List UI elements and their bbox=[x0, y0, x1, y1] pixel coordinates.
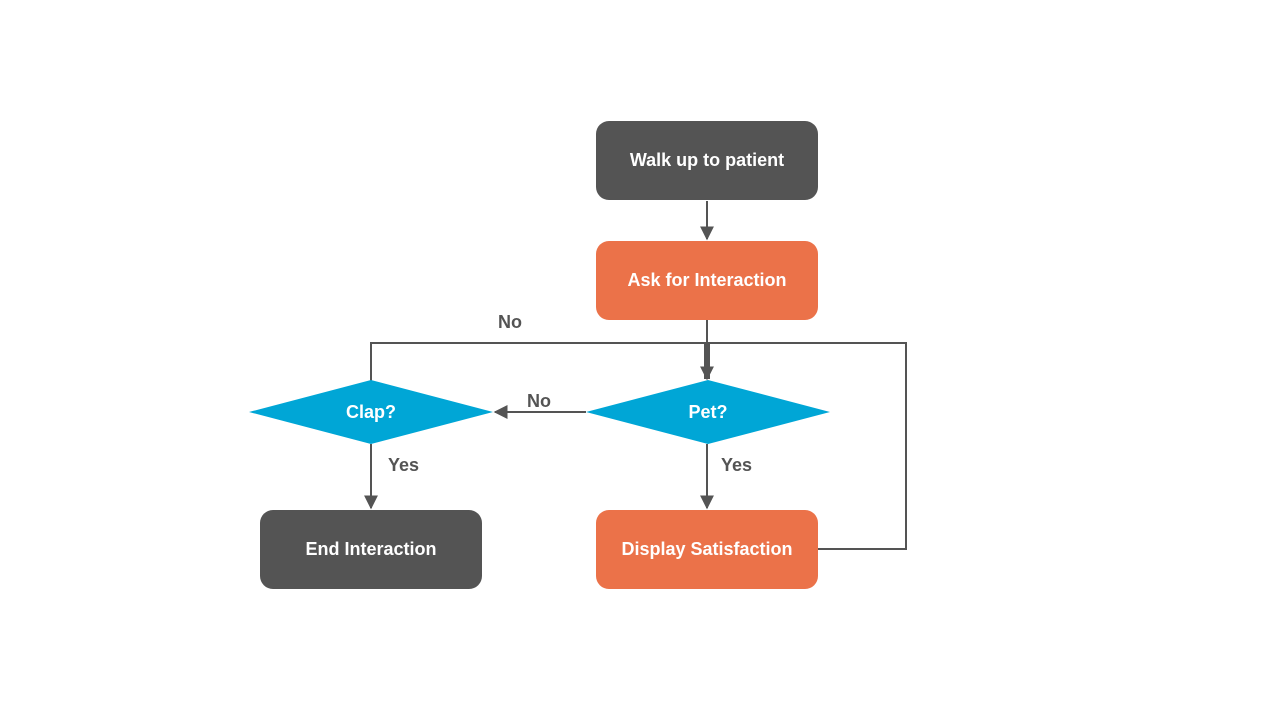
edge-label-clap-yes: Yes bbox=[388, 455, 420, 475]
decision-clap-label: Clap? bbox=[345, 401, 396, 422]
edge-display-loop bbox=[708, 342, 907, 550]
edge-label-clap-no: No bbox=[498, 312, 522, 332]
edge-label-pet-yes: Yes bbox=[721, 455, 753, 475]
decision-clap: Clap? bbox=[249, 380, 493, 444]
node-ask-for-interaction: Ask for Interaction bbox=[596, 241, 818, 320]
decision-pet: Pet? bbox=[586, 380, 830, 444]
node-end-label: End Interaction bbox=[305, 539, 437, 559]
node-display-label: Display Satisfaction bbox=[621, 539, 793, 559]
decision-pet-label: Pet? bbox=[688, 401, 728, 422]
node-end-interaction: End Interaction bbox=[260, 510, 482, 589]
edge-clap-no-loop bbox=[370, 342, 706, 381]
node-walk-up-label: Walk up to patient bbox=[629, 150, 785, 170]
edge-label-pet-no: No bbox=[527, 391, 551, 411]
node-display-satisfaction: Display Satisfaction bbox=[596, 510, 818, 589]
decision-pet-shape bbox=[586, 380, 830, 444]
node-walk-up: Walk up to patient bbox=[596, 121, 818, 200]
decision-clap-shape bbox=[249, 380, 493, 444]
node-ask-label: Ask for Interaction bbox=[627, 270, 787, 290]
